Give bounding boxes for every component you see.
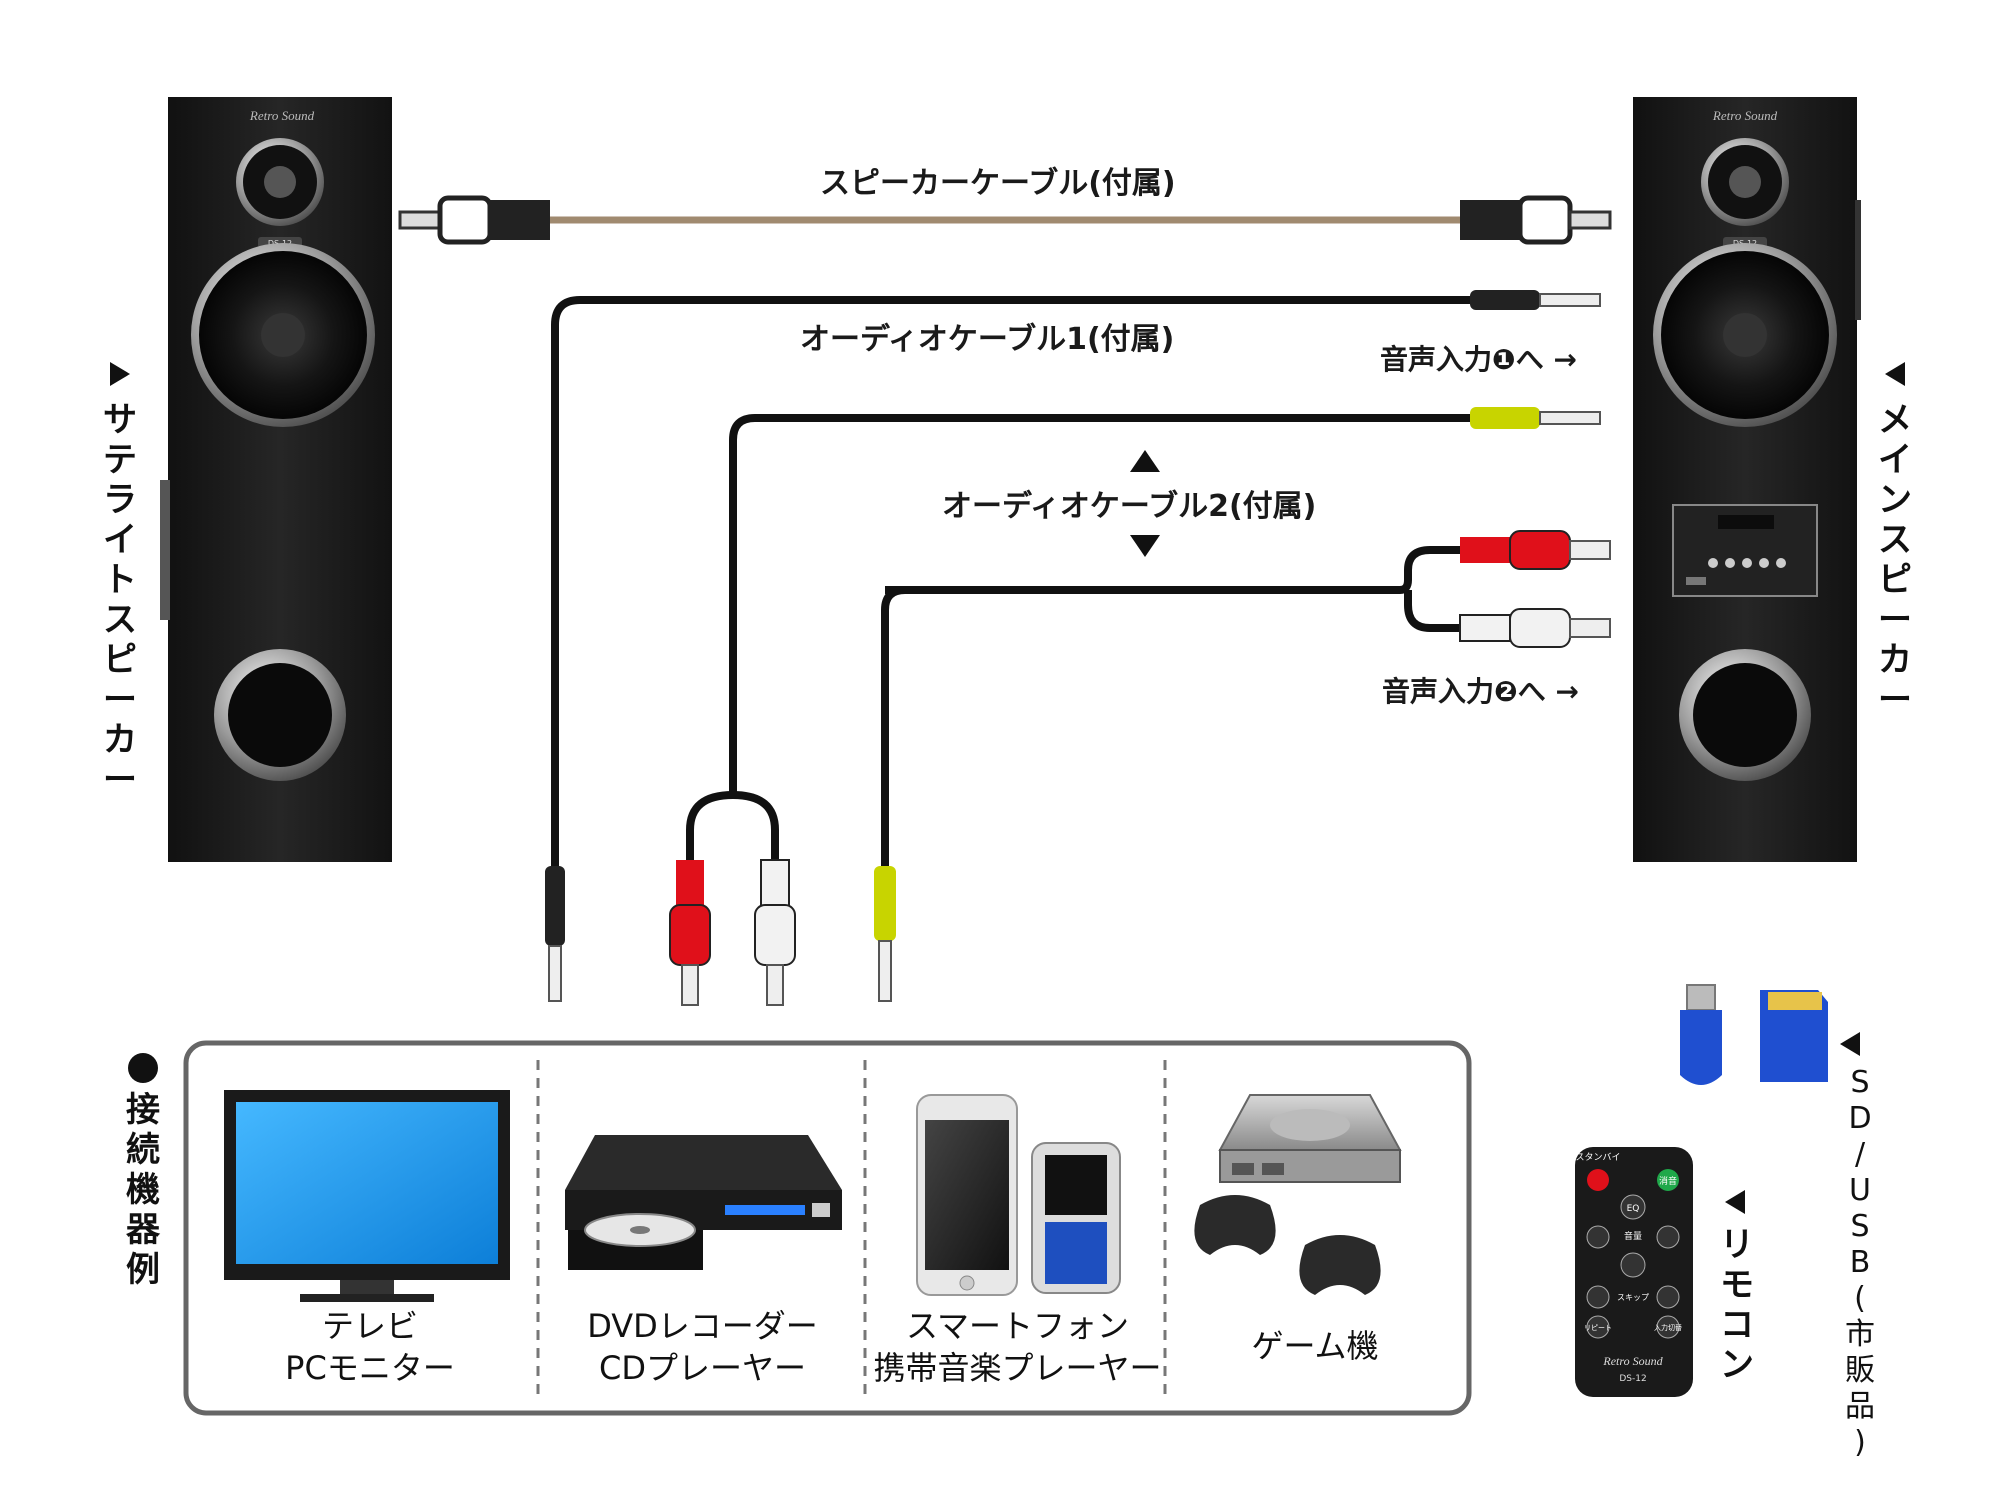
control-panel: [1672, 504, 1818, 597]
satellite-speaker-label: サテライトスピーカー: [103, 400, 137, 800]
audio-cable-2: [669, 407, 1601, 1006]
speaker-cable-label: スピーカーケーブル(付属): [820, 166, 1176, 201]
devices-section-title: 接続機器例: [126, 1090, 160, 1290]
audio-cable-2-label: オーディオケーブル2(付属): [942, 489, 1317, 524]
down-arrow-icon: [1130, 535, 1160, 557]
svg-text:Retro Sound: Retro Sound: [1712, 108, 1778, 123]
remote-label: リモコン: [1720, 1225, 1754, 1385]
bullet-icon: [128, 1053, 158, 1083]
music-player-icon: [1031, 1142, 1121, 1294]
svg-text:スキップ: スキップ: [1617, 1293, 1649, 1302]
speaker-cable: [398, 195, 1612, 245]
audio-cable-1: [545, 290, 1601, 1002]
sd-pointer-icon: [1840, 1032, 1860, 1056]
svg-text:音量: 音量: [1624, 1230, 1642, 1242]
remote-icon: スタンバイ 消音 EQ 音量 スキップ リピート 入力切替 Retro Soun…: [1575, 1147, 1693, 1397]
speaker-brand: Retro Sound: [249, 108, 315, 123]
right-pointer-icon: [110, 362, 130, 386]
svg-text:スタンバイ: スタンバイ: [1575, 1152, 1620, 1163]
up-arrow-icon: [1130, 450, 1160, 472]
input-1-label: 音声入力❶へ →: [1380, 343, 1577, 376]
device-caption-dvd: DVDレコーダー CDプレーヤー: [587, 1307, 818, 1387]
svg-text:Retro Sound: Retro Sound: [1602, 1354, 1663, 1368]
device-caption-game: ゲーム機: [1251, 1327, 1379, 1365]
main-speaker-label: メインスピーカー: [1878, 400, 1912, 720]
input-2-label: 音声入力❷へ →: [1382, 675, 1579, 708]
game-console-icon: [1194, 1094, 1402, 1295]
svg-text:DS-12: DS-12: [1619, 1374, 1646, 1384]
usb-drive-icon: [1680, 984, 1722, 1085]
svg-text:リピート: リピート: [1584, 1324, 1612, 1332]
svg-text:消音: 消音: [1659, 1175, 1677, 1187]
dvd-recorder-icon: [565, 1135, 842, 1270]
main-speaker: Retro Sound DS-12: [1633, 97, 1861, 862]
device-caption-tv: テレビ PCモニター: [285, 1307, 455, 1387]
svg-text:入力切替: 入力切替: [1654, 1323, 1682, 1332]
satellite-speaker: Retro Sound DS-12: [160, 97, 392, 862]
left-pointer-icon: [1885, 362, 1905, 386]
svg-text:EQ: EQ: [1627, 1204, 1640, 1214]
sd-card-icon: [1760, 990, 1828, 1082]
smartphone-icon: [916, 1094, 1018, 1296]
rca-to-main: [874, 530, 1611, 1002]
audio-cable-1-label: オーディオケーブル1(付属): [800, 322, 1175, 357]
tv-icon: [224, 1090, 510, 1302]
remote-pointer-icon: [1725, 1190, 1745, 1214]
device-caption-smartphone: スマートフォン 携帯音楽プレーヤー: [873, 1307, 1162, 1387]
